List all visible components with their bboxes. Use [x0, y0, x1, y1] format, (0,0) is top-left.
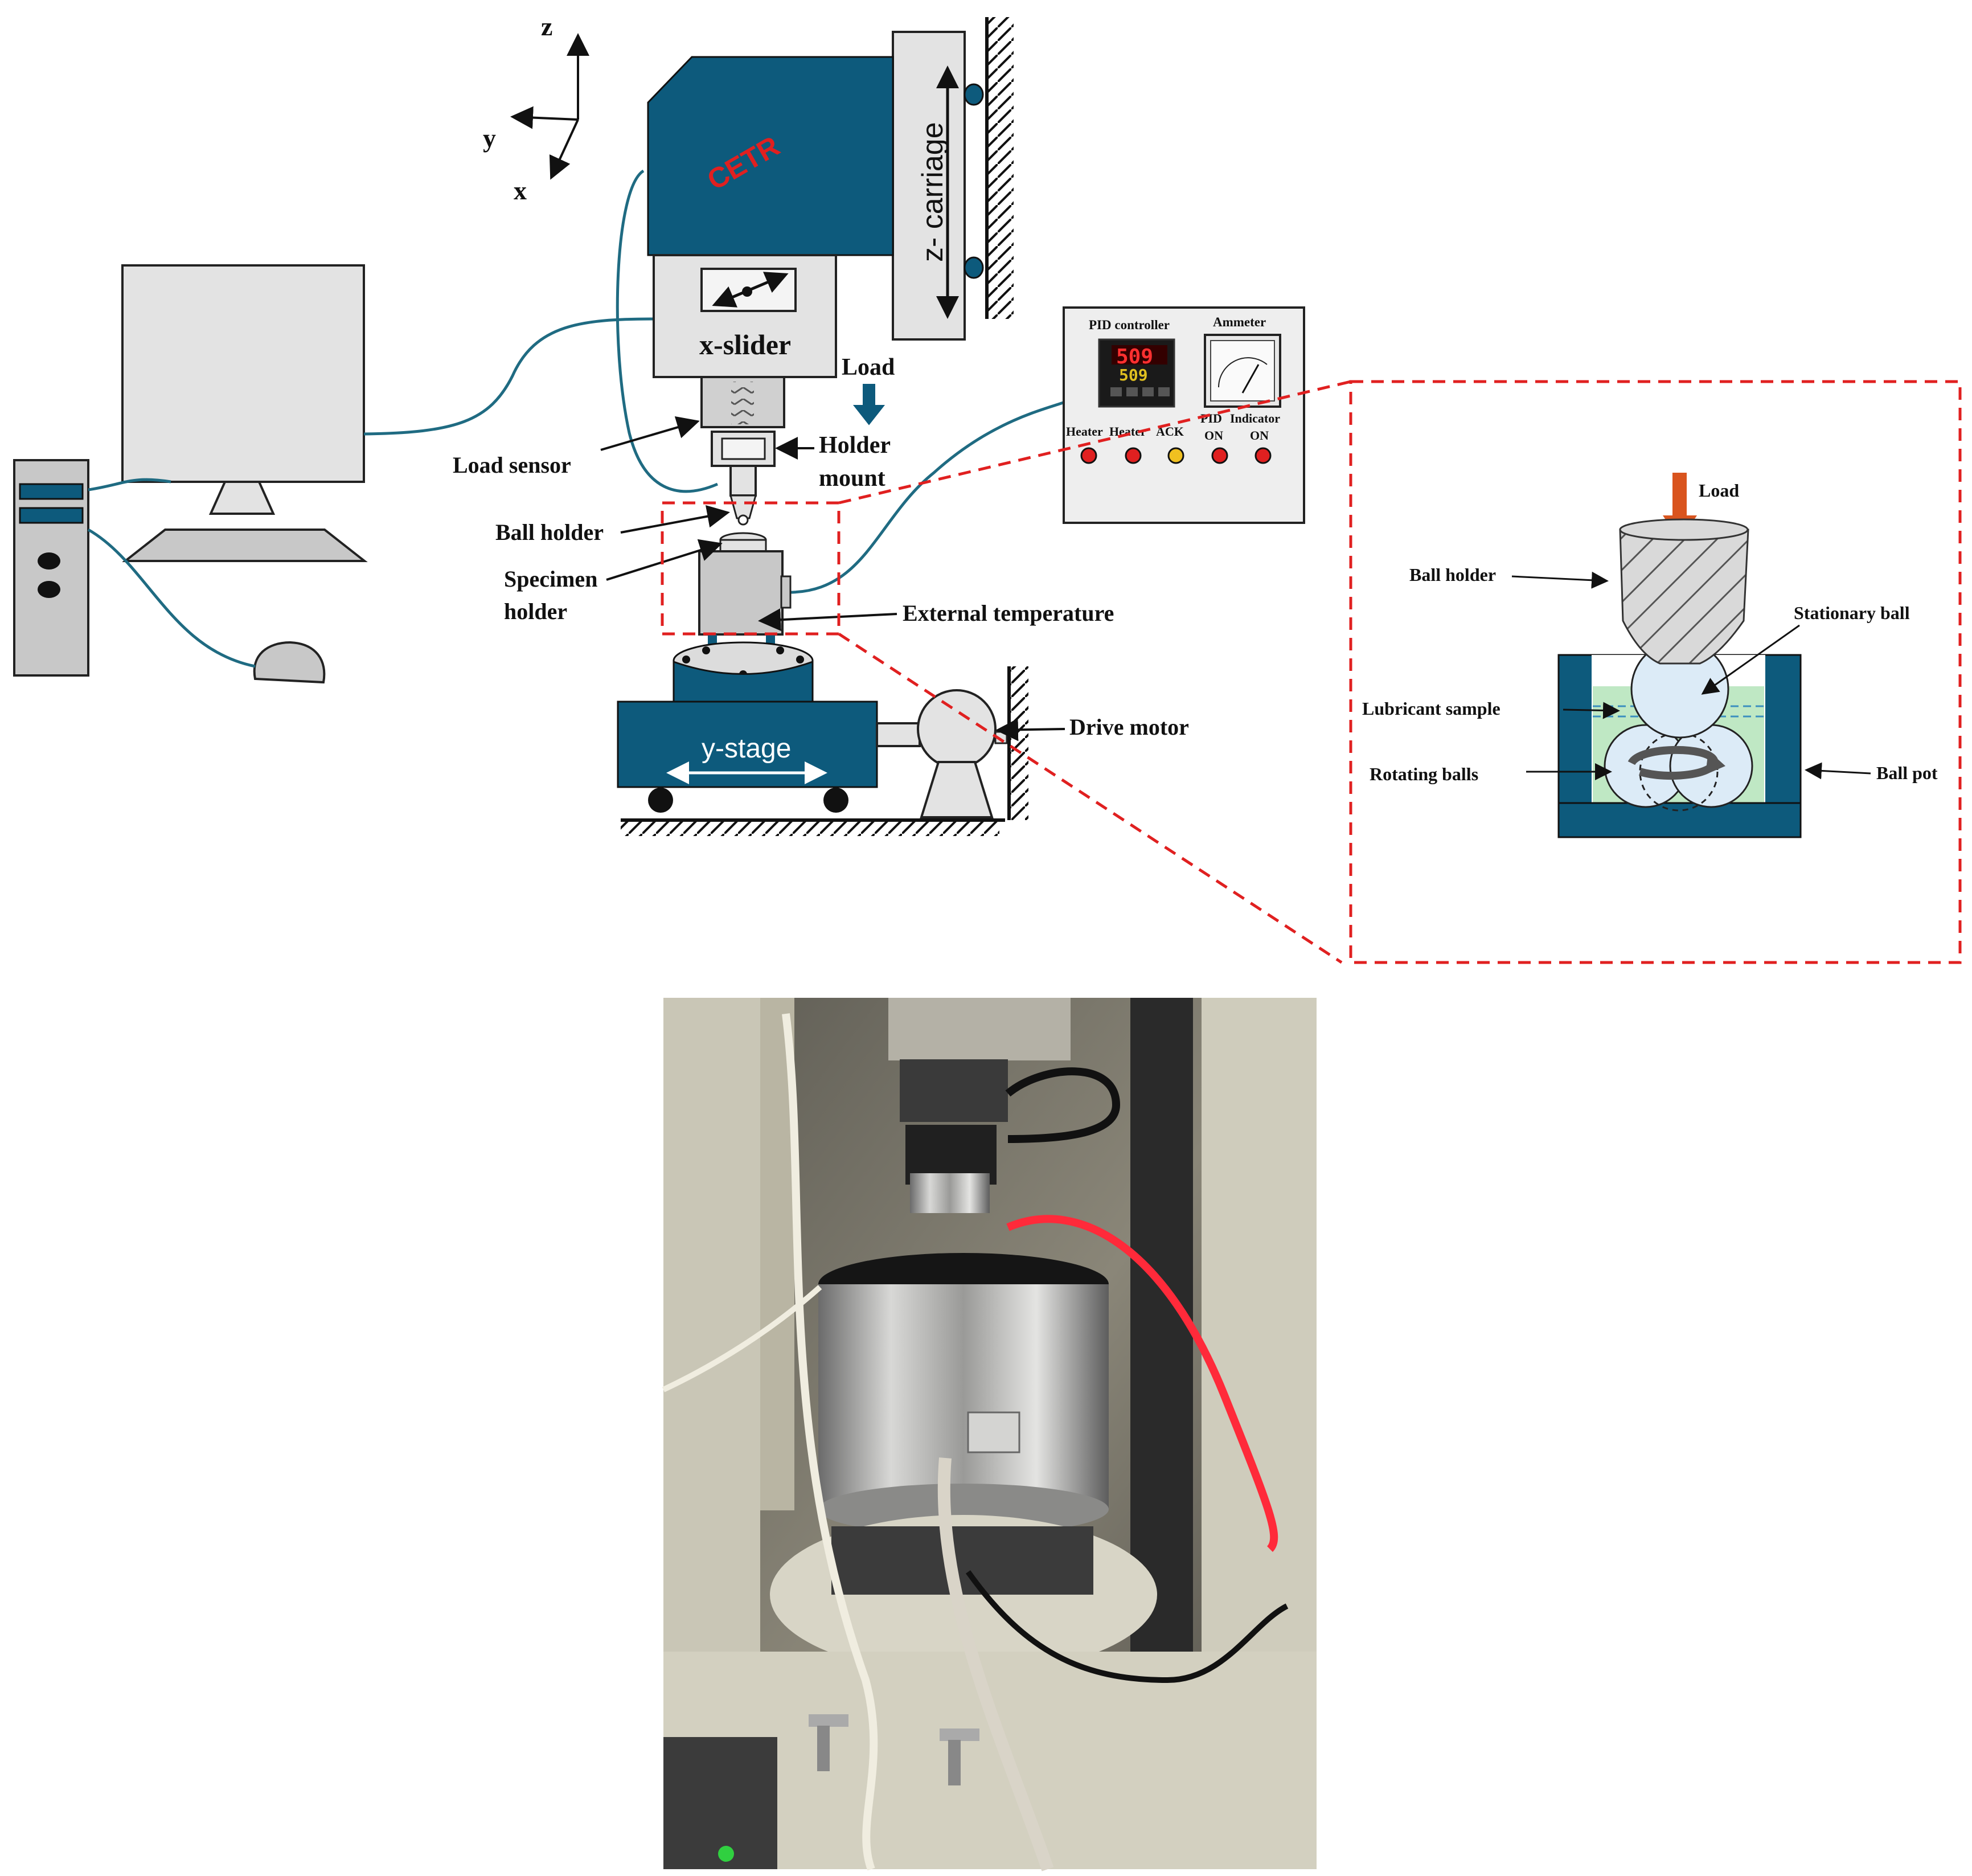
pid-display-bottom: 509 — [1119, 366, 1148, 384]
desktop-computer-icon — [13, 264, 368, 684]
load-label: Load — [842, 354, 895, 380]
specimen-assembly: y-stage — [617, 532, 1028, 836]
coordinate-axes: z y x — [483, 12, 589, 205]
heater-label-1: Heater — [1066, 424, 1103, 439]
turntable-base — [673, 660, 814, 703]
detail-rotating-balls-label: Rotating balls — [1370, 764, 1478, 784]
tribometer-head: CETR x-slider — [647, 56, 894, 526]
indicator-light-4 — [1211, 447, 1228, 464]
specimen-holder-label-2: holder — [504, 599, 567, 624]
indicator-light-2 — [1125, 447, 1142, 464]
ground-hatch — [621, 820, 999, 836]
specimen-holder — [698, 550, 784, 636]
carriage-roller-1 — [964, 83, 984, 106]
detail-ball-pot-label: Ball pot — [1876, 763, 1938, 783]
apparatus-photograph — [662, 998, 1317, 1871]
ball-holder-cone — [1619, 529, 1749, 665]
indicator-light-3 — [1167, 447, 1184, 464]
axis-x-label: x — [514, 176, 527, 205]
on-label-2: ON — [1250, 428, 1269, 443]
ball-holder-tip — [729, 494, 757, 519]
ammeter-dial-icon — [1204, 334, 1281, 408]
x-slider-label: x-slider — [699, 329, 791, 361]
component-labels: Load sensor Holder mount Ball holder Spe… — [453, 416, 1189, 742]
y-stage-label: y-stage — [702, 734, 791, 764]
tower-button-2 — [38, 581, 60, 598]
ammeter-label: Ammeter — [1213, 315, 1266, 329]
pid-display-icon: 509 509 — [1098, 338, 1175, 408]
cables — [87, 169, 1065, 668]
z-carriage-label: z- carriage — [916, 122, 949, 262]
control-panel: PID controller Ammeter 509 509 Heater He… — [1063, 306, 1305, 524]
load-arrow: Load — [842, 354, 895, 425]
keyboard — [122, 529, 368, 562]
motor-wall-hatch — [1009, 666, 1028, 820]
zoom-source-box — [661, 501, 841, 636]
on-label-1: ON — [1204, 428, 1223, 443]
drive-bay-1 — [19, 483, 84, 500]
rotating-ball-rear — [1639, 732, 1719, 812]
indicator-light-5 — [1254, 447, 1272, 464]
thermocouple-port — [780, 575, 792, 609]
z-carriage-assembly: z- carriage — [892, 17, 1014, 341]
detail-load-label: Load — [1699, 480, 1739, 501]
carriage-roller-2 — [964, 256, 984, 279]
detail-lubricant-label: Lubricant sample — [1362, 698, 1500, 719]
wall-hatch — [986, 17, 1014, 319]
detail-stationary-ball-label: Stationary ball — [1794, 603, 1910, 623]
axis-y-label: y — [483, 124, 496, 153]
indicator-label: Indicator — [1230, 411, 1280, 425]
mouse-icon — [253, 641, 326, 684]
load-sensor-spring — [731, 382, 754, 424]
drive-bay-2 — [19, 507, 84, 524]
zoom-callout — [661, 380, 1962, 964]
load-sensor-label: Load sensor — [453, 452, 571, 478]
detail-labels: Ball holder Stationary ball Lubricant sa… — [1362, 564, 1938, 784]
pid-controller-label: PID controller — [1089, 318, 1170, 332]
detail-ball-holder-label: Ball holder — [1409, 564, 1496, 585]
tower-button-1 — [38, 552, 60, 570]
external-temperature-label: External temperature — [903, 600, 1114, 626]
specimen-holder-label-1: Specimen — [504, 566, 597, 592]
monitor — [121, 264, 365, 483]
drive-motor-icon — [876, 689, 1008, 818]
four-ball-detail: Load — [1557, 473, 1802, 838]
pid-display-top: 509 — [1116, 345, 1153, 368]
ball-holder-shaft — [729, 465, 757, 497]
holder-mount-label-2: mount — [819, 465, 885, 491]
monitor-stand — [208, 481, 276, 515]
indicator-light-1 — [1080, 447, 1097, 464]
drive-motor-label: Drive motor — [1069, 714, 1189, 740]
axis-z-label: z — [541, 12, 552, 41]
holder-mount-label-1: Holder — [819, 432, 891, 458]
ball-holder-label: Ball holder — [495, 519, 604, 545]
